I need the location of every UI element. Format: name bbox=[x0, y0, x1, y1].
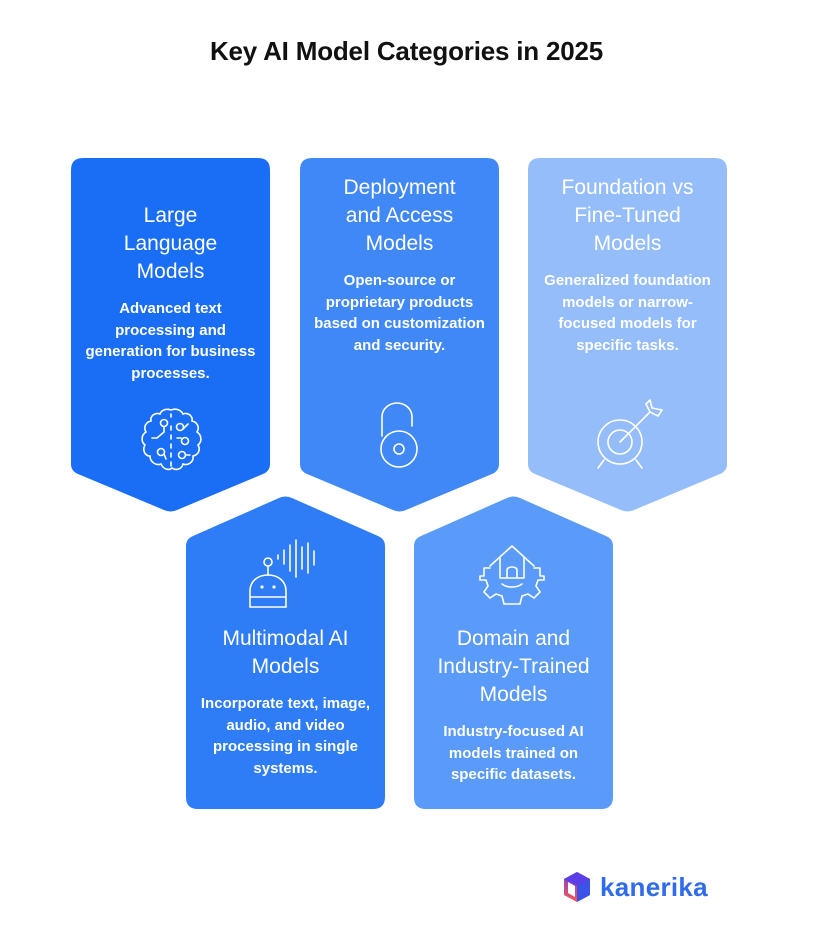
card-shape bbox=[300, 158, 499, 512]
house-gear-icon bbox=[479, 545, 545, 605]
card-shape bbox=[186, 496, 385, 809]
card-description: Generalized foundation models or narrow-… bbox=[544, 272, 711, 354]
target-arrow-icon bbox=[597, 399, 663, 469]
kanerika-logo: kanerika bbox=[562, 871, 708, 903]
card-title: Large Language Models bbox=[123, 204, 218, 283]
brain-circuit-icon bbox=[141, 408, 202, 471]
card-title: Domain and Industry-Trained Models bbox=[437, 627, 590, 706]
card-multimodal-ai-models: Multimodal AI Models Incorporate text, i… bbox=[186, 496, 385, 809]
card-foundation-vs-fine-tuned-models: Foundation vs Fine-Tuned Models Generali… bbox=[528, 158, 727, 514]
card-title: Multimodal AI Models bbox=[222, 627, 349, 678]
card-description: Advanced text processing and generation … bbox=[85, 300, 256, 382]
page-title: Key AI Model Categories in 2025 bbox=[209, 36, 604, 66]
robot-soundwave-icon bbox=[249, 539, 315, 608]
card-shape bbox=[71, 158, 270, 512]
card-description: Industry-focused AI models trained on sp… bbox=[443, 723, 584, 783]
card-domain-and-industry-trained-models: Domain and Industry-Trained Models Indus… bbox=[414, 496, 613, 809]
cube-logo-icon bbox=[564, 872, 590, 902]
card-shape bbox=[528, 158, 727, 512]
card-title: Deployment and Access Models bbox=[343, 176, 456, 255]
card-description: Open-source or proprietary products base… bbox=[314, 272, 485, 354]
card-description: Incorporate text, image, audio, and vide… bbox=[200, 695, 371, 777]
card-large-language-models: Large Language Models Advanced text proc… bbox=[71, 158, 270, 514]
logo-wordmark: kanerika bbox=[600, 871, 708, 902]
card-title: Foundation vs Fine-Tuned Models bbox=[561, 176, 694, 255]
card-shape bbox=[414, 496, 613, 809]
card-deployment-and-access-models: Deployment and Access Models Open-source… bbox=[300, 158, 499, 514]
unlocked-padlock-icon bbox=[380, 402, 418, 468]
